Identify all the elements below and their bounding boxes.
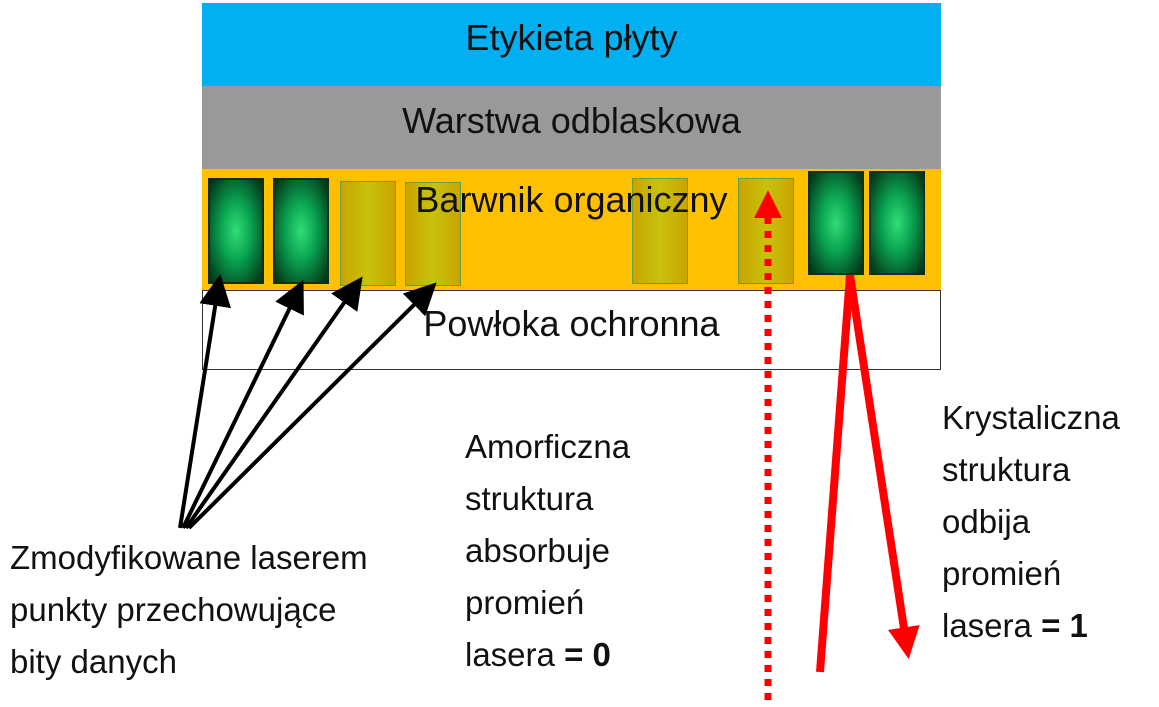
caption-line: lasera = 0 xyxy=(465,629,630,681)
caption-line: absorbuje xyxy=(465,532,610,569)
data-pit-amorphous xyxy=(405,182,461,286)
data-pit-amorphous xyxy=(632,178,688,284)
protective-coating-layer: Powłoka ochronna xyxy=(202,290,941,370)
data-pit-crystalline xyxy=(208,178,264,284)
caption-line: Zmodyfikowane laserem xyxy=(10,539,368,576)
data-pit-crystalline xyxy=(808,171,864,275)
caption-line: punkty przechowujące xyxy=(10,591,337,628)
bit-value-one: = 1 xyxy=(1041,607,1088,644)
organic-dye-layer: Barwnik organiczny xyxy=(202,169,941,290)
caption-line: promień xyxy=(942,555,1062,592)
reflective-layer: Warstwa odblaskowa xyxy=(202,86,941,169)
protective-coating-layer-text: Powłoka ochronna xyxy=(423,303,720,344)
data-pit-crystalline xyxy=(869,171,925,275)
caption-line: struktura xyxy=(942,451,1071,488)
caption-prefix: lasera xyxy=(942,607,1032,644)
data-pit-crystalline xyxy=(273,178,329,284)
data-pit-amorphous xyxy=(340,181,396,286)
disc-label-layer-text: Etykieta płyty xyxy=(465,17,678,58)
caption-line: Krystaliczna xyxy=(942,399,1120,436)
data-pit-amorphous xyxy=(738,178,794,284)
bit-value-zero: = 0 xyxy=(564,636,611,673)
reflective-layer-text: Warstwa odblaskowa xyxy=(402,100,741,141)
crystalline-structure-caption: Krystaliczna struktura odbija promień la… xyxy=(942,392,1120,652)
caption-line: bity danych xyxy=(10,643,177,680)
caption-line: Amorficzna xyxy=(465,428,631,465)
caption-line: promień xyxy=(465,584,585,621)
caption-prefix: lasera xyxy=(465,636,555,673)
disc-label-layer: Etykieta płyty xyxy=(202,3,941,86)
amorphous-structure-caption: Amorficzna struktura absorbuje promień l… xyxy=(465,421,630,681)
caption-line: odbija xyxy=(942,503,1031,540)
modified-points-caption: Zmodyfikowane laserem punkty przechowują… xyxy=(10,532,368,688)
caption-line: struktura xyxy=(465,480,594,517)
caption-line: lasera = 1 xyxy=(942,600,1120,652)
organic-dye-layer-text: Barwnik organiczny xyxy=(415,179,728,220)
